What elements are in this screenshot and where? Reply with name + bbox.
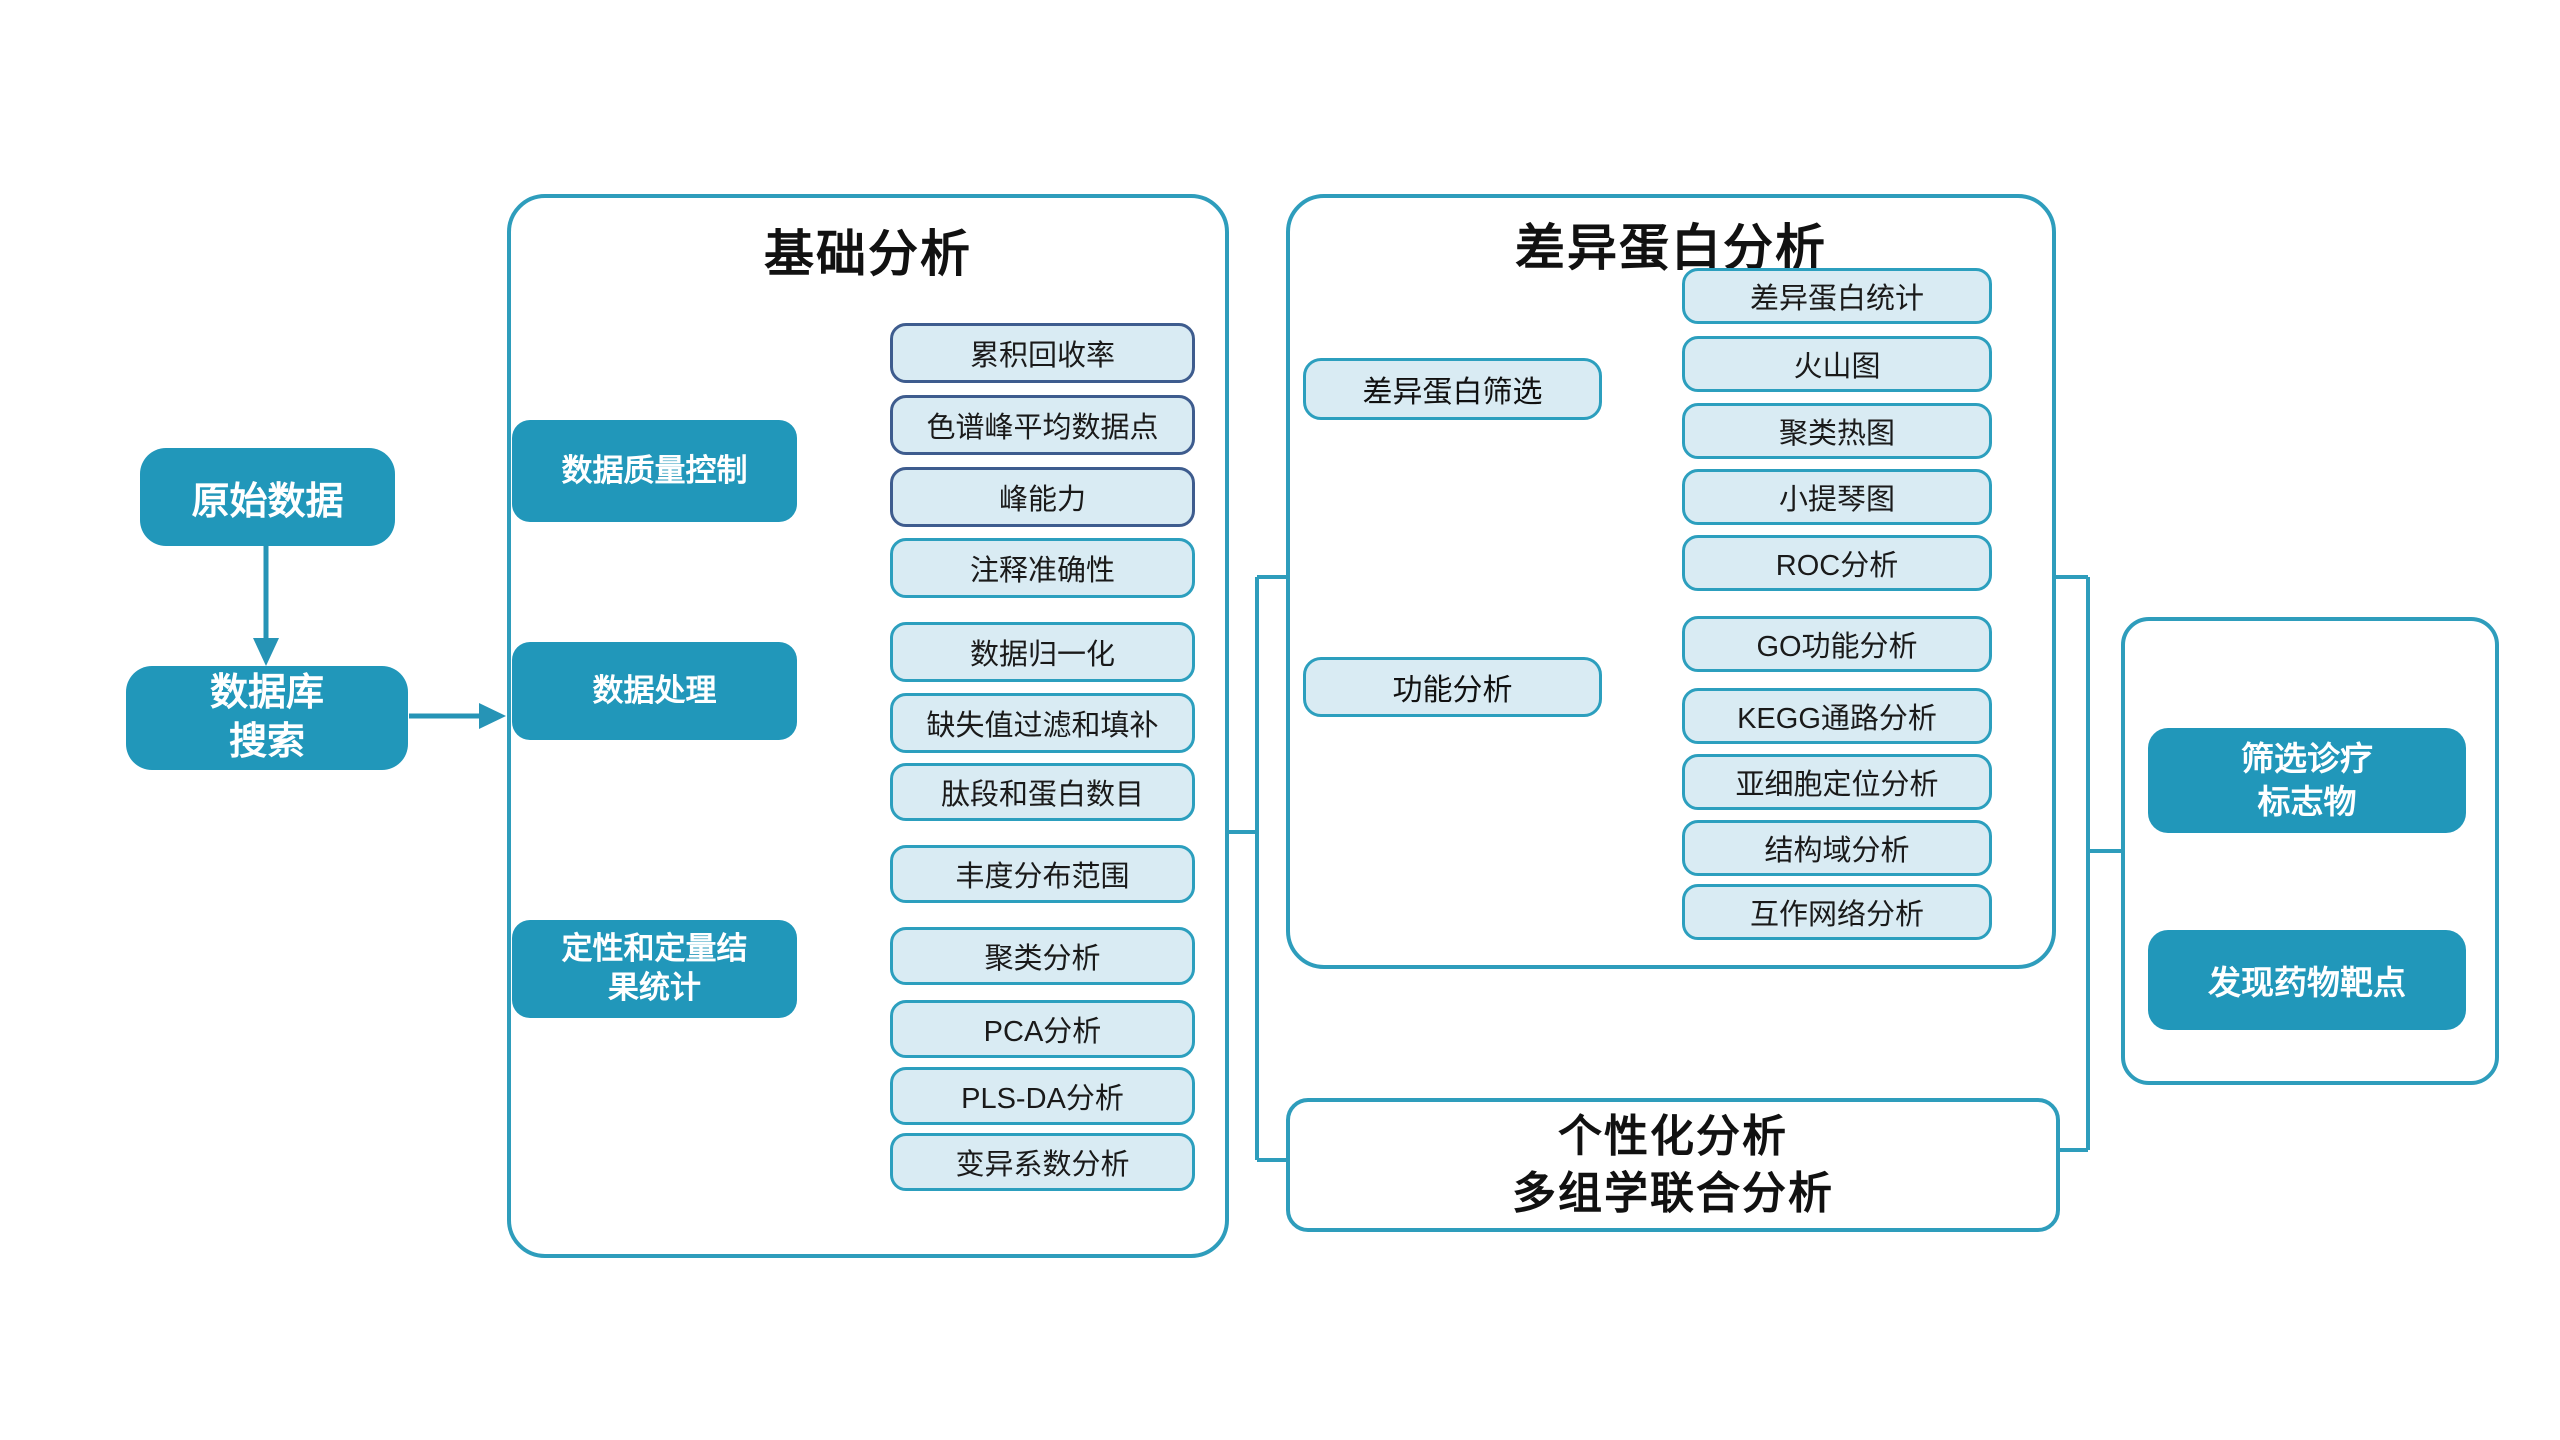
node-abundance-distribution-range: 丰度分布范围 — [890, 845, 1195, 903]
node-peak-capacity: 峰能力 — [890, 467, 1195, 527]
node-peptide-protein-count: 肽段和蛋白数目 — [890, 763, 1195, 821]
node-pls-da-analysis: PLS-DA分析 — [890, 1067, 1195, 1125]
node-chromatographic-peak-avg-points: 色谱峰平均数据点 — [890, 395, 1195, 455]
node-volcano-plot: 火山图 — [1682, 336, 1992, 392]
node-functional-analysis: 功能分析 — [1303, 657, 1602, 717]
node-dep-statistics: 差异蛋白统计 — [1682, 268, 1992, 324]
node-interaction-network-analysis: 互作网络分析 — [1682, 884, 1992, 940]
node-cluster-heatmap: 聚类热图 — [1682, 403, 1992, 459]
node-data-processing: 数据处理 — [512, 642, 797, 740]
node-violin-plot: 小提琴图 — [1682, 469, 1992, 525]
node-data-quality-control: 数据质量控制 — [512, 420, 797, 522]
node-roc-analysis: ROC分析 — [1682, 535, 1992, 591]
node-cv-analysis: 变异系数分析 — [890, 1133, 1195, 1191]
connector-basic-to-right-panels — [1229, 575, 1286, 1162]
node-annotation-accuracy: 注释准确性 — [890, 538, 1195, 598]
node-qual-quant-statistics: 定性和定量结 果统计 — [512, 920, 797, 1018]
node-raw-data: 原始数据 — [140, 448, 395, 546]
panel-personalized-multiomics: 个性化分析 多组学联合分析 — [1286, 1098, 2060, 1232]
node-data-normalization: 数据归一化 — [890, 622, 1195, 682]
node-subcellular-localization-analysis: 亚细胞定位分析 — [1682, 754, 1992, 810]
panel-dep-analysis-title: 差异蛋白分析 — [1515, 220, 1827, 276]
node-go-analysis: GO功能分析 — [1682, 616, 1992, 672]
arrow-search-to-basic-head — [479, 703, 506, 729]
panel-basic-analysis-title: 基础分析 — [764, 226, 972, 282]
node-database-search: 数据库 搜索 — [126, 666, 408, 770]
node-database-search-label: 数据库 搜索 — [209, 671, 324, 763]
arrow-raw-to-search-head — [253, 638, 279, 666]
connector-merge-to-outcome — [2056, 575, 2121, 1152]
node-raw-data-label: 原始数据 — [191, 480, 344, 523]
node-missing-value-filter-imputation: 缺失值过滤和填补 — [890, 693, 1195, 753]
node-domain-analysis: 结构域分析 — [1682, 820, 1992, 876]
node-cluster-analysis: 聚类分析 — [890, 927, 1195, 985]
node-cumulative-recovery-rate: 累积回收率 — [890, 323, 1195, 383]
node-dep-screening: 差异蛋白筛选 — [1303, 358, 1602, 420]
node-kegg-pathway-analysis: KEGG通路分析 — [1682, 688, 1992, 744]
node-drug-target-discovery: 发现药物靶点 — [2148, 930, 2466, 1030]
node-pca-analysis: PCA分析 — [890, 1000, 1195, 1058]
node-diagnostic-marker-screening: 筛选诊疗 标志物 — [2148, 728, 2466, 833]
